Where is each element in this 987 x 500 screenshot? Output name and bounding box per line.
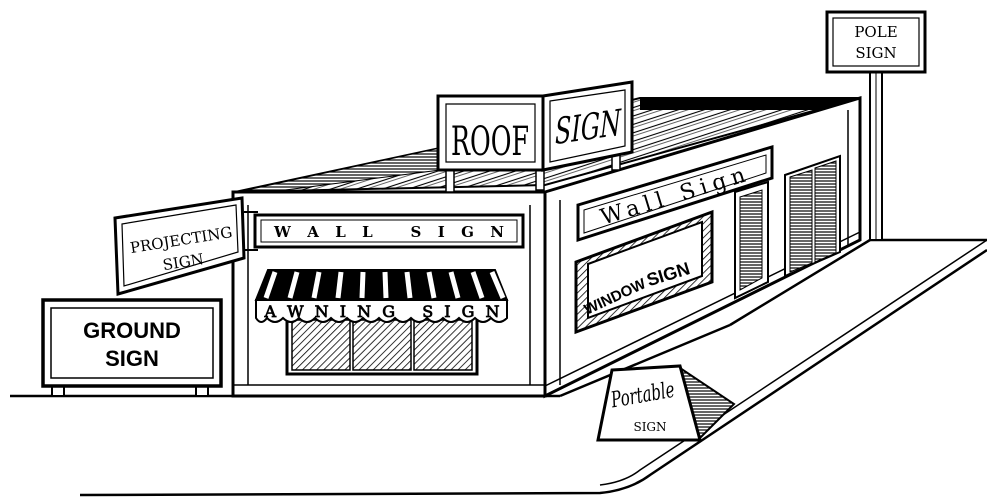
awning-sign-text: A W N I N G S I G N	[264, 302, 500, 321]
side-door	[735, 182, 768, 298]
pole-sign-line2: SIGN	[855, 44, 896, 62]
wall-sign-front: W A L L S I G N	[255, 215, 523, 247]
awning-sign: A W N I N G S I G N	[256, 270, 507, 322]
ground-sign-line2: SIGN	[105, 346, 159, 371]
roof-sign-left: ROOF	[451, 119, 529, 165]
pole-sign-line1: POLE	[854, 23, 897, 41]
side-garage-door	[785, 156, 840, 276]
front-windows	[287, 316, 477, 374]
ground-sign: GROUND SIGN	[43, 300, 221, 396]
portable-sign-line2: SIGN	[633, 420, 666, 434]
wall-sign-front-text: W A L L S I G N	[273, 223, 504, 241]
ground-sign-line1: GROUND	[83, 318, 181, 343]
portable-sign: Portable SIGN	[598, 366, 734, 440]
